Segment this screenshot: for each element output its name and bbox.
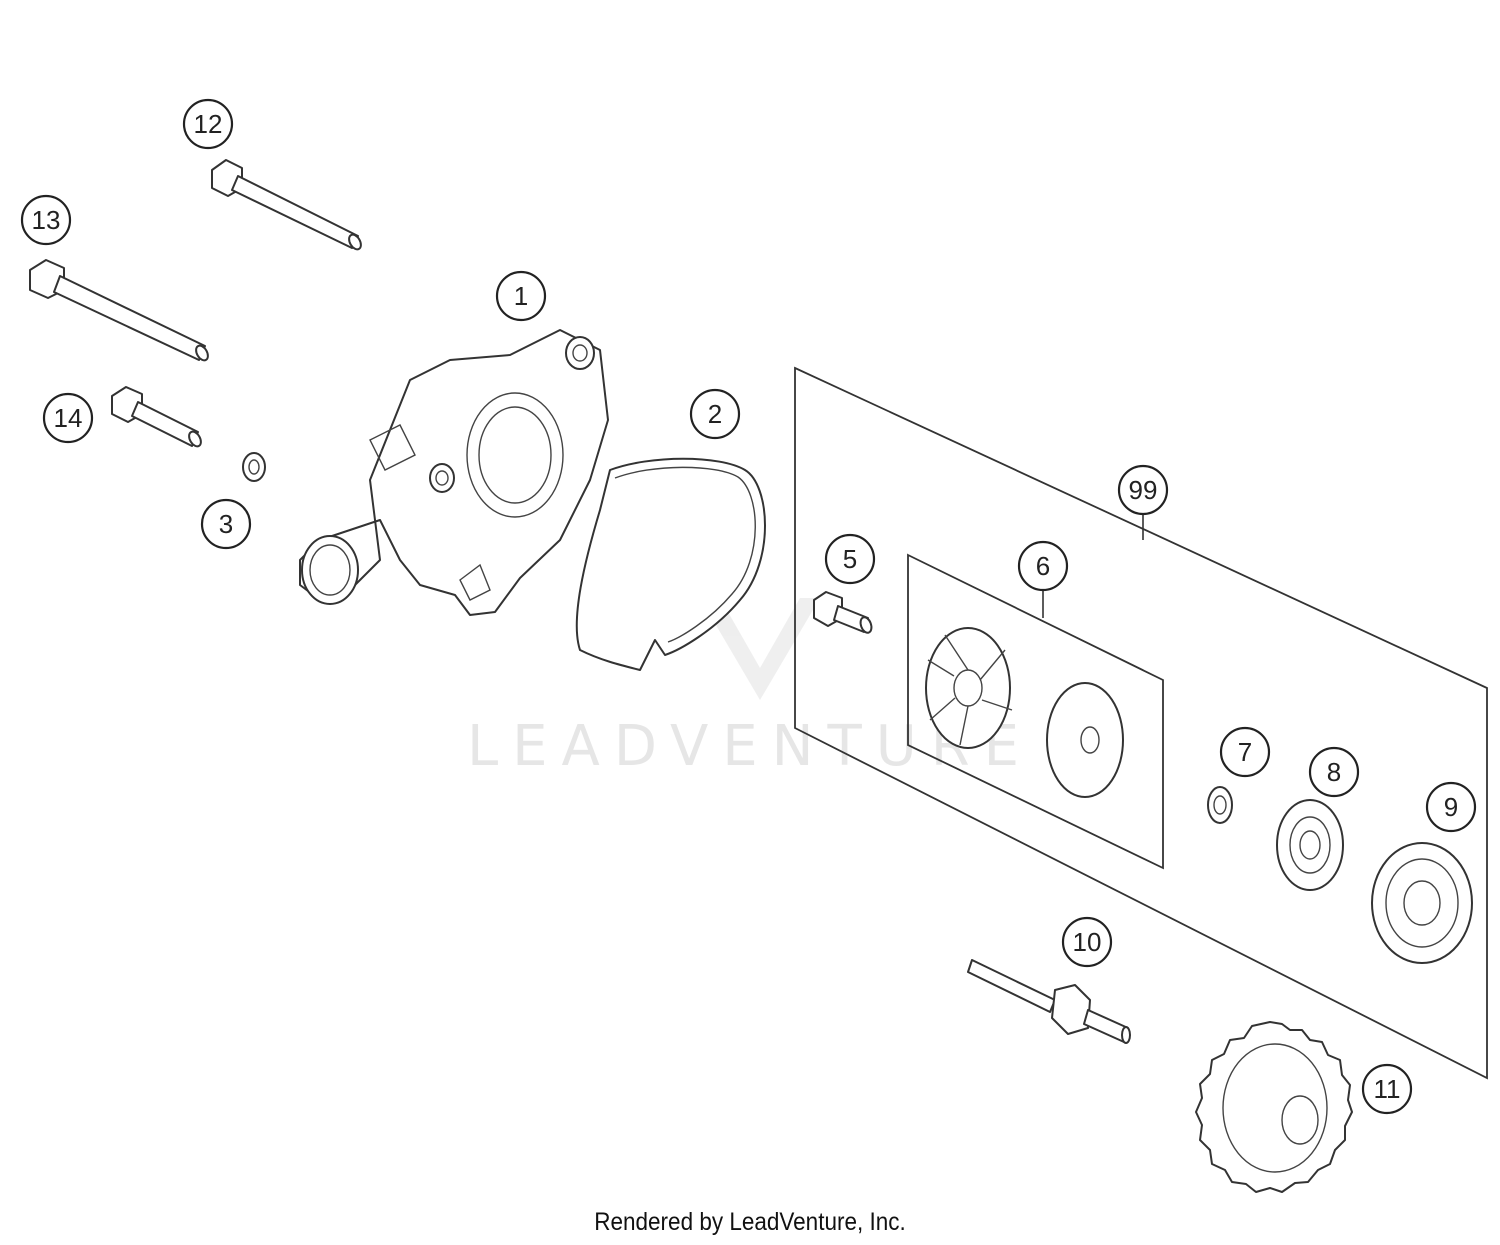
- callout-5: 5: [824, 533, 876, 585]
- callout-7: 7: [1219, 726, 1271, 778]
- part-10-shaft: [967, 959, 1131, 1044]
- part-14-bolt: [111, 386, 202, 448]
- part-2-gasket: [575, 457, 766, 671]
- part-9-bearing: [1371, 842, 1473, 964]
- svg-text:12: 12: [194, 109, 223, 139]
- callout-12: 12: [182, 98, 234, 150]
- watermark-text: LEADVENTURE: [467, 714, 1033, 779]
- svg-text:5: 5: [843, 544, 857, 574]
- footer-credit: Rendered by LeadVenture, Inc.: [594, 1208, 906, 1236]
- part-8-bearing: [1276, 799, 1344, 891]
- svg-text:13: 13: [32, 205, 61, 235]
- svg-text:14: 14: [54, 403, 83, 433]
- part-5-bolt: [813, 591, 873, 634]
- svg-text:3: 3: [219, 509, 233, 539]
- part-12-bolt: [211, 159, 362, 251]
- callout-13: 13: [20, 194, 72, 246]
- svg-text:10: 10: [1073, 927, 1102, 957]
- svg-text:9: 9: [1444, 792, 1458, 822]
- part-3-washer: [242, 452, 266, 482]
- part-13-bolt: [29, 259, 209, 362]
- part-6-seal-disc: [1046, 682, 1124, 798]
- callout-3: 3: [200, 498, 252, 550]
- kit-99-box: [794, 366, 1488, 1080]
- callout-11: 11: [1361, 1063, 1413, 1115]
- kit-6-box: [907, 553, 1164, 870]
- callout-8: 8: [1308, 746, 1360, 798]
- part-6-impeller: [925, 627, 1013, 749]
- svg-text:8: 8: [1327, 757, 1341, 787]
- callout-6: 6: [1017, 540, 1069, 592]
- svg-text:6: 6: [1036, 551, 1050, 581]
- part-1-water-pump-cover: [299, 329, 609, 616]
- callout-2: 2: [689, 388, 741, 440]
- svg-text:2: 2: [708, 399, 722, 429]
- part-11-gear: [1195, 1021, 1353, 1193]
- svg-text:7: 7: [1238, 737, 1252, 767]
- callout-1: 1: [495, 270, 547, 322]
- callout-14: 14: [42, 392, 94, 444]
- svg-text:11: 11: [1374, 1074, 1401, 1104]
- callout-99: 99: [1117, 464, 1169, 516]
- svg-text:99: 99: [1129, 475, 1158, 505]
- callout-9: 9: [1425, 781, 1477, 833]
- callout-10: 10: [1061, 916, 1113, 968]
- svg-text:1: 1: [514, 281, 528, 311]
- part-7-washer: [1207, 786, 1233, 824]
